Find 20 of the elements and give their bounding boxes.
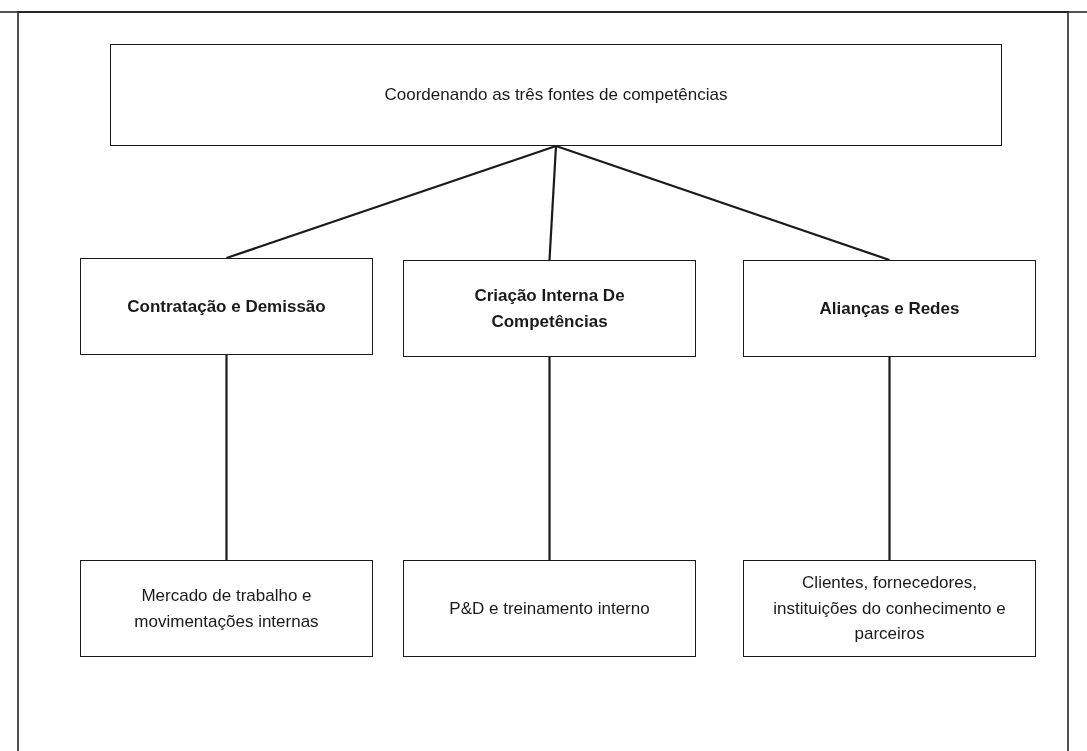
box-text: Clientes, fornecedores, instituições do conhecimento e parceiros: [772, 572, 1007, 646]
text-box: [110, 44, 1002, 146]
text-box: [80, 258, 373, 355]
connector-line: [225, 355, 228, 560]
box-heading: Contratação e Demissão: [127, 295, 326, 318]
connector-line: [888, 357, 891, 560]
connector-line: [555, 144, 890, 262]
box-heading: Alianças e Redes: [819, 297, 960, 320]
text-box: [743, 260, 1036, 357]
text-box: [743, 560, 1036, 657]
connector-line: [548, 357, 551, 560]
connector-line: [548, 145, 558, 261]
box-text: Mercado de trabalho e movimentações internas: [133, 585, 320, 633]
box-text: P&D e treinamento interno: [449, 597, 650, 620]
text-box: [403, 560, 696, 657]
text-box: [80, 560, 373, 657]
box-heading: Criação Interna De Competências: [473, 285, 626, 333]
box-text: Coordenando as três fontes de competências: [384, 84, 728, 107]
text-box: [403, 260, 696, 357]
connector-line: [226, 144, 557, 260]
